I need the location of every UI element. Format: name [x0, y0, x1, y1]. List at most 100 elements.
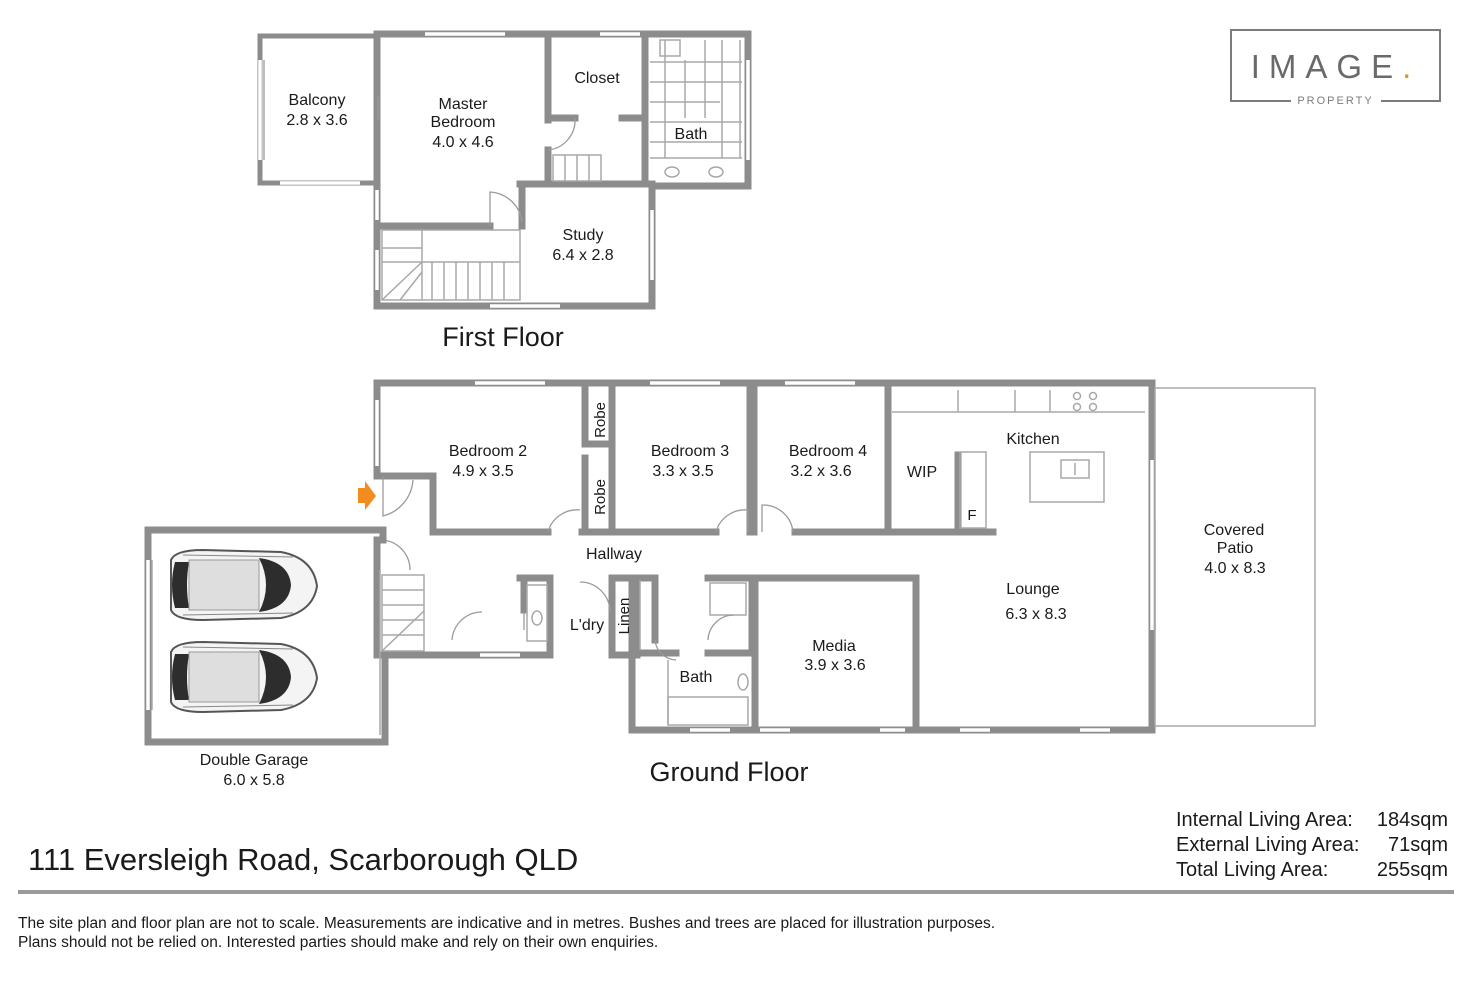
svg-text:Bedroom 3: Bedroom 3: [651, 443, 729, 460]
master-label-line2: Bedroom: [431, 114, 496, 131]
logo-tagline: PROPERTY: [1290, 95, 1381, 107]
svg-text:Master: Master: [439, 96, 489, 113]
robe-bottom-label: Robe: [592, 479, 609, 515]
svg-text:Bath: Bath: [680, 669, 713, 686]
svg-text:Study: Study: [563, 227, 604, 244]
svg-text:Closet: Closet: [574, 70, 620, 87]
svg-text:Balcony: Balcony: [289, 92, 346, 109]
bedroom3-size: 3.3 x 3.5: [652, 463, 713, 480]
first-floor-title: First Floor: [442, 322, 564, 352]
linen-label: Linen: [616, 598, 633, 635]
laundry-label: L'dry: [570, 617, 604, 634]
bedroom2-label: Bedroom 2: [449, 443, 527, 460]
svg-text:Bedroom 4: Bedroom 4: [789, 443, 867, 460]
master-label-line1: Master: [439, 96, 489, 113]
disclaimer-line1: The site plan and floor plan are not to …: [18, 915, 996, 932]
fridge-label: F: [967, 507, 976, 524]
svg-text:F: F: [967, 507, 976, 524]
area-label: External Living Area:: [1176, 834, 1360, 856]
svg-text:3.3 x 3.5: 3.3 x 3.5: [652, 463, 713, 480]
hallway-label: Hallway: [586, 546, 642, 563]
area-value: 184sqm: [1376, 809, 1448, 831]
svg-text:Robe: Robe: [592, 402, 609, 438]
svg-text:First Floor: First Floor: [442, 322, 564, 352]
media-label: Media: [812, 638, 856, 655]
bedroom3-label: Bedroom 3: [651, 443, 729, 460]
ground-floor-title: Ground Floor: [649, 757, 808, 787]
garage-label: Double Garage: [200, 752, 309, 769]
area-label: Internal Living Area:: [1176, 809, 1353, 831]
svg-text:Bath: Bath: [675, 126, 708, 143]
area-row-internal: Internal Living Area: 184sqm: [1176, 808, 1448, 833]
stairs-first-floor: [381, 229, 521, 301]
master-size: 4.0 x 4.6: [432, 134, 493, 151]
svg-text:Patio: Patio: [1217, 540, 1254, 557]
covered-patio-outline: [1154, 387, 1316, 727]
first-floor-bath-label: Bath: [675, 126, 708, 143]
svg-text:Hallway: Hallway: [586, 546, 642, 563]
bath-tiles: [650, 39, 742, 178]
balcony-label: Balcony: [289, 92, 346, 109]
svg-text:Kitchen: Kitchen: [1006, 431, 1059, 448]
svg-text:3.2 x 3.6: 3.2 x 3.6: [790, 463, 851, 480]
area-value: 71sqm: [1387, 834, 1448, 856]
closet-label: Closet: [574, 70, 620, 87]
disclaimer-line2: Plans should not be relied on. Intereste…: [18, 934, 659, 951]
bedroom2-size: 4.9 x 3.5: [452, 463, 513, 480]
disclaimer: The site plan and floor plan are not to …: [18, 914, 995, 952]
area-row-total: Total Living Area: 255sqm: [1176, 858, 1448, 883]
area-value: 255sqm: [1376, 859, 1448, 881]
svg-text:Robe: Robe: [592, 479, 609, 515]
svg-text:L'dry: L'dry: [570, 617, 604, 634]
svg-text:3.9 x 3.6: 3.9 x 3.6: [804, 657, 865, 674]
area-label: Total Living Area:: [1176, 859, 1329, 881]
entry-arrow-icon: [358, 481, 376, 510]
logo-wordmark: IMAGE.: [1250, 48, 1421, 85]
svg-text:Bedroom 2: Bedroom 2: [449, 443, 527, 460]
svg-text:6.3 x 8.3: 6.3 x 8.3: [1005, 606, 1066, 623]
wip-label: WIP: [907, 464, 937, 481]
balcony-size: 2.8 x 3.6: [286, 112, 347, 129]
svg-text:Bedroom: Bedroom: [431, 114, 496, 131]
svg-text:4.0 x 8.3: 4.0 x 8.3: [1204, 560, 1265, 577]
garage-size: 6.0 x 5.8: [223, 772, 284, 789]
first-floor-plan: Balcony 2.8 x 3.6 Master Bedroom 4.0 x 4…: [257, 30, 752, 352]
lounge-label: Lounge: [1006, 581, 1059, 598]
study-size: 6.4 x 2.8: [552, 247, 613, 264]
svg-text:Linen: Linen: [616, 598, 633, 635]
balcony-outline: [257, 33, 380, 186]
ground-floor-walls: [373, 379, 1156, 734]
bedroom4-size: 3.2 x 3.6: [790, 463, 851, 480]
living-area-table: Internal Living Area: 184sqm External Li…: [1176, 808, 1448, 883]
lounge-size: 6.3 x 8.3: [1005, 606, 1066, 623]
svg-text:2.8 x 3.6: 2.8 x 3.6: [286, 112, 347, 129]
patio-label-line1: Covered: [1204, 522, 1264, 539]
ground-floor-plan: Bedroom 2 4.9 x 3.5 Robe Robe Bedroom 3 …: [144, 379, 1316, 789]
svg-text:Ground Floor: Ground Floor: [649, 757, 808, 787]
svg-text:WIP: WIP: [907, 464, 937, 481]
stairs-ground-floor: [381, 574, 425, 652]
logo-accent-dot: .: [1402, 48, 1421, 85]
svg-text:Covered: Covered: [1204, 522, 1264, 539]
area-row-external: External Living Area: 71sqm: [1176, 833, 1448, 858]
image-property-logo: IMAGE. PROPERTY: [1230, 29, 1441, 107]
svg-text:4.0 x 4.6: 4.0 x 4.6: [432, 134, 493, 151]
svg-text:Double Garage: Double Garage: [200, 752, 309, 769]
car-icon: [170, 548, 319, 714]
svg-text:Media: Media: [812, 638, 856, 655]
svg-text:4.9 x 3.5: 4.9 x 3.5: [452, 463, 513, 480]
property-address: 111 Eversleigh Road, Scarborough QLD: [28, 842, 579, 877]
svg-text:6.0 x 5.8: 6.0 x 5.8: [223, 772, 284, 789]
study-label: Study: [563, 227, 604, 244]
svg-text:Lounge: Lounge: [1006, 581, 1059, 598]
patio-size: 4.0 x 8.3: [1204, 560, 1265, 577]
media-size: 3.9 x 3.6: [804, 657, 865, 674]
patio-label-line2: Patio: [1217, 540, 1254, 557]
kitchen-label: Kitchen: [1006, 431, 1059, 448]
robe-top-label: Robe: [592, 402, 609, 438]
bedroom4-label: Bedroom 4: [789, 443, 867, 460]
ground-bath-label: Bath: [680, 669, 713, 686]
divider: [18, 890, 1454, 894]
svg-text:6.4 x 2.8: 6.4 x 2.8: [552, 247, 613, 264]
